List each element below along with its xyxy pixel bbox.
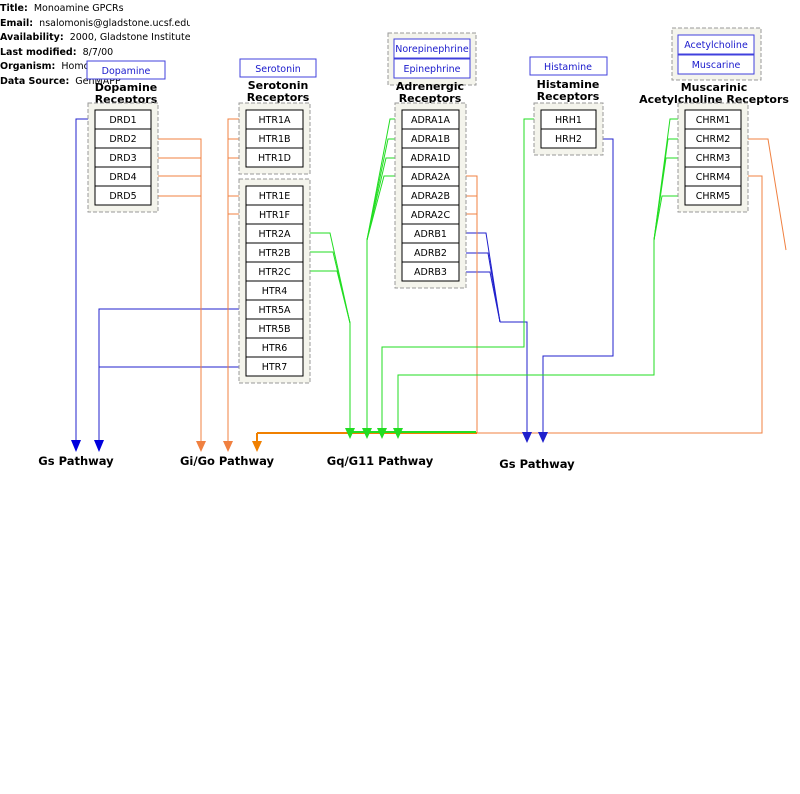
gene-label-adrb2: ADRB2	[414, 248, 447, 259]
serotonin-title-line1: Serotonin	[248, 79, 309, 92]
gene-label-htr1f: HTR1F	[259, 210, 290, 221]
ligand-group-adrenergic: Norepinephrine Epinephrine	[387, 32, 477, 86]
arrow-gi-2	[223, 441, 233, 452]
ligand-serotonin-label: Serotonin	[255, 64, 301, 75]
gene-box-drd5[interactable]	[94, 185, 152, 206]
ligand-muscarine-label: Muscarine	[692, 60, 741, 71]
gene-label-drd3: DRD3	[109, 153, 136, 164]
ligand-epinephrine-label: Epinephrine	[404, 64, 461, 75]
gene-label-drd5: DRD5	[109, 191, 136, 202]
gene-label-chrm4: CHRM4	[696, 172, 731, 183]
gene-label-htr1e: HTR1E	[259, 191, 291, 202]
gene-group-adrenergic: ADRA1A ADRA1B ADRA1D ADRA2A ADRA2B ADRA2C ADRB…	[394, 102, 467, 289]
dopamine-title-line1: Dopamine	[95, 81, 158, 94]
arrowheads	[71, 428, 548, 452]
gene-label-hrh2: HRH2	[555, 134, 582, 145]
ligand-histamine: Histamine	[529, 56, 608, 76]
gene-label-htr2b: HTR2B	[258, 248, 290, 259]
ligand-histamine-label: Histamine	[544, 62, 592, 73]
gene-label-htr1a: HTR1A	[258, 115, 291, 126]
gene-box-hrh2[interactable]	[540, 128, 597, 149]
meta-email: Email: nsalomonis@gladstone.ucsf.edu	[0, 17, 190, 29]
gene-label-adra2c: ADRA2C	[411, 210, 451, 221]
ligand-norepinephrine-label: Norepinephrine	[395, 44, 469, 55]
arrow-gs-2	[94, 440, 104, 452]
gene-label-adra2a: ADRA2A	[411, 172, 451, 183]
meta-last-modified: Last modified: 8/7/00	[0, 46, 114, 58]
muscarinic-title-line1: Muscarinic	[681, 81, 748, 94]
gene-label-htr1d: HTR1D	[258, 153, 291, 164]
arrow-gq-3	[377, 428, 387, 439]
gene-label-adrb1: ADRB1	[414, 229, 447, 240]
pathway-gi-go: Gi/Go Pathway	[180, 454, 275, 468]
gene-box-htr7[interactable]	[245, 356, 304, 377]
pathway-labels: Gs Pathway Gi/Go Pathway Gq/G11 Pathway …	[38, 454, 575, 471]
gene-group-serotonin-a: HTR1A HTR1B HTR1D	[238, 102, 311, 175]
gene-label-htr1b: HTR1B	[258, 134, 290, 145]
serotonin-title-line2: Receptors	[247, 91, 310, 104]
gene-label-adra1d: ADRA1D	[411, 153, 451, 164]
adrenergic-title-line1: Adrenergic	[396, 80, 464, 93]
gene-label-htr2c: HTR2C	[258, 267, 291, 278]
connectors	[75, 118, 787, 441]
ligand-dopamine: Dopamine	[86, 60, 166, 80]
arrow-gq-1	[345, 428, 355, 439]
ligand-serotonin: Serotonin	[239, 58, 317, 78]
ligand-group-cholinergic: Acetylcholine Muscarine	[671, 27, 762, 81]
dopamine-title-line2: Receptors	[95, 93, 158, 106]
gene-label-drd2: DRD2	[109, 134, 136, 145]
gene-label-adra2b: ADRA2B	[411, 191, 450, 202]
arrow-gq-4	[393, 428, 403, 439]
gene-label-adrb3: ADRB3	[414, 267, 447, 278]
meta-data-source: Data Source: GenMAPP	[0, 75, 121, 87]
ligand-boxes: Dopamine Serotonin Norepinephrine Epinep…	[86, 27, 762, 86]
gene-label-htr5a: HTR5A	[258, 305, 291, 316]
ligand-dopamine-label: Dopamine	[102, 66, 151, 77]
meta-title: Title: Monoamine GPCRs	[0, 3, 124, 14]
gene-box-htr1d[interactable]	[245, 147, 304, 168]
pathway-gs-left: Gs Pathway	[38, 454, 114, 468]
gene-label-adra1a: ADRA1A	[411, 115, 451, 126]
gene-label-hrh1: HRH1	[555, 115, 582, 126]
histamine-title-line1: Histamine	[537, 78, 600, 91]
arrow-gi-3	[252, 441, 262, 452]
gene-label-drd4: DRD4	[109, 172, 136, 183]
gene-label-htr2a: HTR2A	[258, 229, 291, 240]
meta-availability: Availability: 2000, Gladstone Institute	[0, 32, 190, 43]
arrow-gq-2	[362, 428, 372, 439]
gene-label-chrm1: CHRM1	[696, 115, 731, 126]
muscarinic-title-line2: Acetylcholine Receptors	[639, 93, 789, 106]
histamine-title-line2: Receptors	[537, 90, 600, 103]
gene-label-adra1b: ADRA1B	[411, 134, 450, 145]
adrenergic-title-line2: Receptors	[399, 92, 462, 105]
arrow-gs-4	[538, 432, 548, 443]
gene-label-chrm5: CHRM5	[696, 191, 731, 202]
arrow-gi-1	[196, 441, 206, 452]
arrow-gs-3	[522, 432, 532, 443]
group-titles: Dopamine Receptors Serotonin Receptors A…	[95, 78, 790, 106]
gene-box-chrm5[interactable]	[684, 185, 742, 206]
gene-box-adrb3[interactable]	[401, 261, 460, 282]
gene-label-chrm3: CHRM3	[696, 153, 731, 164]
gene-label-htr7: HTR7	[262, 362, 288, 373]
arrow-gs-1	[71, 440, 81, 452]
pathway-gq-g11: Gq/G11 Pathway	[327, 454, 434, 468]
gene-label-drd1: DRD1	[109, 115, 136, 126]
pathway-gs-right: Gs Pathway	[499, 457, 575, 471]
gene-label-htr4: HTR4	[262, 286, 288, 297]
gene-label-htr6: HTR6	[262, 343, 288, 354]
ligand-acetylcholine-label: Acetylcholine	[684, 40, 748, 51]
gene-label-htr5b: HTR5B	[258, 324, 290, 335]
gene-label-chrm2: CHRM2	[696, 134, 731, 145]
